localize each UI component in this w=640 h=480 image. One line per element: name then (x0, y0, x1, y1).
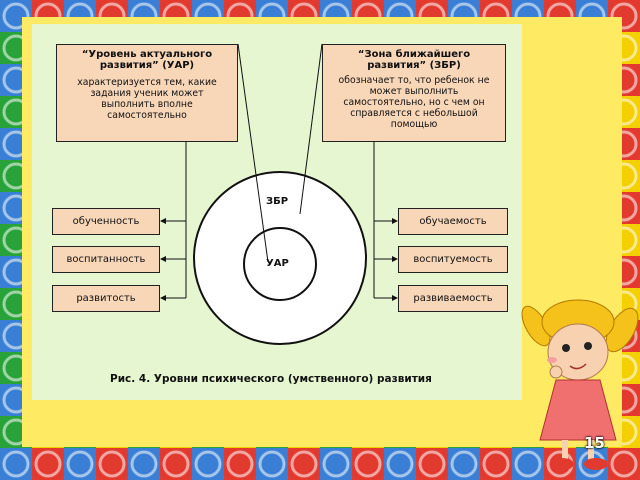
zbr-box-description: обозначает то, что ребенок не может выпо… (338, 75, 490, 130)
pattern-circle (2, 2, 30, 30)
inner-circle-label: УАР (266, 258, 289, 269)
right-item-label: воспитуемость (413, 254, 493, 265)
zbr-definition-box: “Зона ближайшего развития” (ЗБР) обознач… (322, 44, 506, 142)
pattern-circle (610, 2, 638, 30)
page-number: 15 (584, 434, 605, 452)
pattern-circle (194, 450, 222, 478)
pattern-circle (290, 450, 318, 478)
pattern-circle (610, 450, 638, 478)
pattern-circle (162, 450, 190, 478)
uar-box-title: “Уровень актуального развития” (УАР) (81, 49, 213, 71)
uar-definition-box: “Уровень актуального развития” (УАР) хар… (56, 44, 238, 142)
pattern-circle (418, 450, 446, 478)
left-item-label: развитость (76, 293, 136, 304)
outer-circle-label: ЗБР (266, 196, 289, 207)
pattern-circle (450, 450, 478, 478)
right-item-box: обучаемость (398, 208, 508, 235)
pattern-circle (258, 450, 286, 478)
right-item-label: развиваемость (413, 293, 493, 304)
right-item-box: развиваемость (398, 285, 508, 312)
pattern-circle (2, 450, 30, 478)
left-item-box: воспитанность (52, 246, 160, 273)
right-item-label: обучаемость (419, 216, 487, 227)
pattern-circle (386, 450, 414, 478)
pattern-circle (34, 450, 62, 478)
figure-caption: Рис. 4. Уровни психического (умственного… (110, 373, 432, 385)
pattern-circle (66, 450, 94, 478)
left-item-label: обученность (72, 216, 140, 227)
pattern-circle (482, 450, 510, 478)
pattern-circle (226, 450, 254, 478)
pattern-circle (354, 450, 382, 478)
zbr-box-title: “Зона ближайшего развития” (ЗБР) (357, 49, 471, 71)
pattern-circle (514, 450, 542, 478)
inner-circle-uar (243, 227, 317, 301)
right-item-box: воспитуемость (398, 246, 508, 273)
uar-box-description: характеризуется тем, какие задания учени… (77, 77, 217, 121)
left-item-box: развитость (52, 285, 160, 312)
left-item-label: воспитанность (66, 254, 146, 265)
pattern-circle (322, 450, 350, 478)
pattern-circle (98, 450, 126, 478)
left-item-box: обученность (52, 208, 160, 235)
pattern-circle (130, 450, 158, 478)
